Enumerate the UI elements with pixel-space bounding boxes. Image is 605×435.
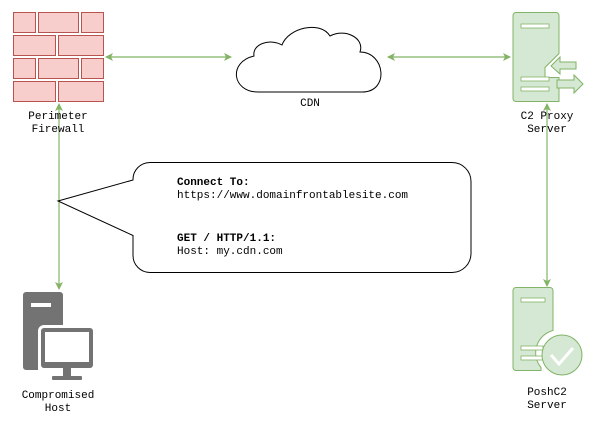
cloud-icon [236, 26, 382, 93]
callout-heading-connect: Connect To: [177, 177, 250, 189]
verified-server-icon [512, 287, 583, 376]
cdn-label: CDN [300, 98, 320, 110]
poshc2-label: PoshC2 Server [527, 387, 567, 412]
c2-proxy-label: C2 Proxy Server [520, 111, 574, 136]
callout-host-header: Host: my.cdn.com [177, 246, 283, 258]
callout-bubble [56, 162, 472, 273]
proxy-server-icon [512, 12, 584, 102]
brick-wall-icon [13, 12, 104, 102]
workstation-icon [23, 292, 93, 380]
compromised-host-label: Compromised Host [21, 390, 95, 415]
callout-heading-get: GET / HTTP/1.1: [177, 233, 277, 245]
callout-connect-url: https://www.domainfrontablesite.com [177, 190, 409, 202]
firewall-label: Perimeter Firewall [28, 111, 88, 136]
